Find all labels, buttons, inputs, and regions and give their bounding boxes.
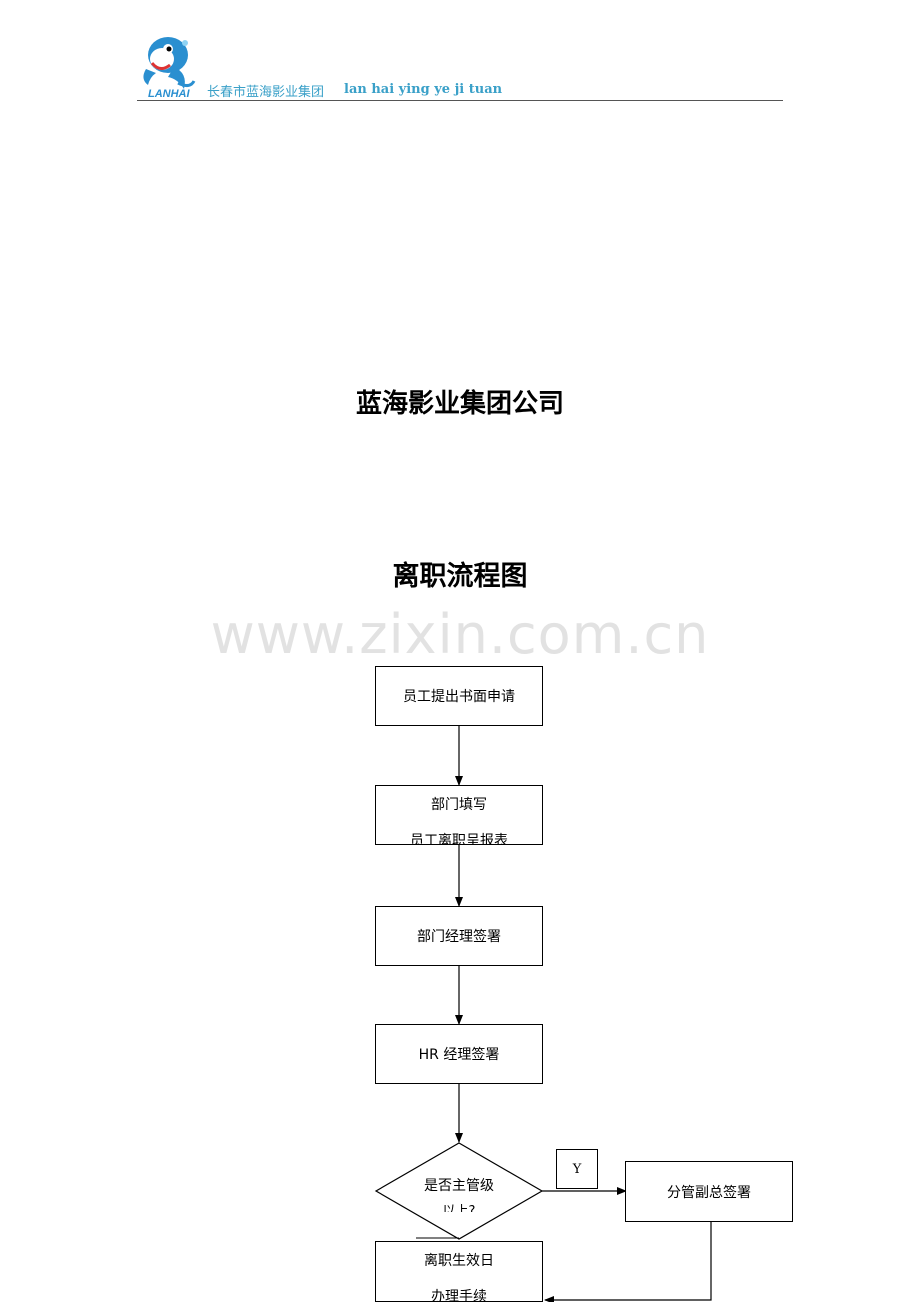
step-employee-application-label: 员工提出书面申请 [403,689,515,705]
step-department-form-line1: 部门填写 [431,797,487,813]
step-resignation-effective: 离职生效日 办理手续 [375,1241,543,1302]
logo-wordmark: LANHAI [148,88,190,99]
company-title: 蓝海影业集团公司 [355,389,564,419]
step-hr-manager-sign-label: HR 经理签署 [418,1047,500,1063]
company-name-chinese: 长春市蓝海影业集团 [207,85,325,100]
step-employee-application: 员工提出书面申请 [375,666,543,726]
step-resignation-effective-line1: 离职生效日 [424,1253,494,1269]
watermark: www.zixin.com.cn [210,603,710,666]
yes-branch-label: Y [572,1161,582,1177]
step-hr-manager-sign: HR 经理签署 [375,1024,543,1084]
step-department-form: 部门填写 员工离职呈报表 [375,785,543,845]
company-name-pinyin: lan hai ying ye ji tuan [344,82,503,97]
header-divider [137,100,783,101]
arrow-vp-to-final [544,1202,712,1302]
decision-line1: 是否主管级 [424,1178,494,1194]
step-department-manager-sign: 部门经理签署 [375,906,543,966]
decision-line2: 以上? [442,1204,476,1212]
step-department-manager-sign-label: 部门经理签署 [417,929,501,945]
flowchart-title: 离职流程图 [392,561,528,592]
step-vp-sign: 分管副总签署 [625,1161,793,1222]
yes-branch-label-box: Y [556,1149,598,1189]
decision-diamond [374,1142,544,1240]
step-resignation-effective-line2: 办理手续 [431,1289,487,1302]
lanhai-dolphin-logo: LANHAI [143,37,196,99]
step-vp-sign-label: 分管副总签署 [667,1184,751,1201]
step-department-form-line2: 员工离职呈报表 [410,833,508,845]
